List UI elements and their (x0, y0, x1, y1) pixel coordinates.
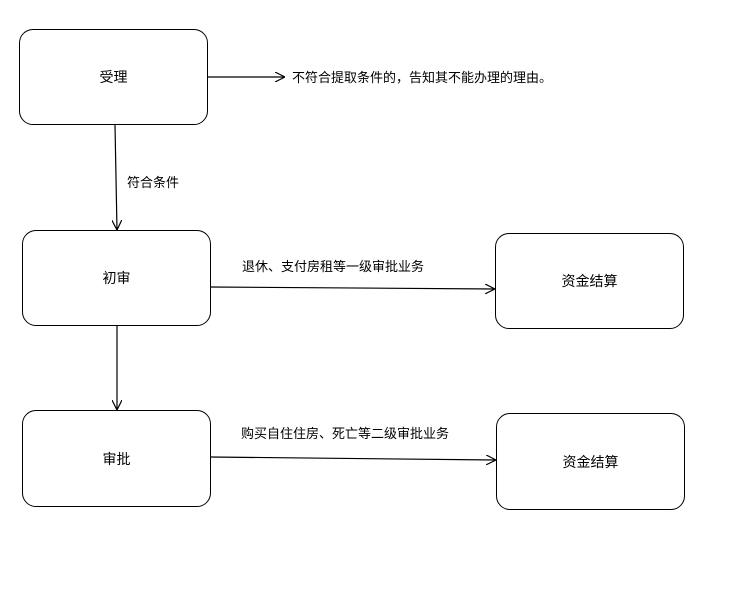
node-approval-label: 审批 (102, 451, 131, 468)
node-preliminary-review: 初审 (22, 230, 211, 326)
node-accept-label: 受理 (99, 70, 128, 86)
node-accept: 受理 (19, 29, 208, 125)
edge-label-second-level-approval: 购买自住住房、死亡等二级审批业务 (241, 427, 450, 442)
edge-label-first-level-approval: 退休、支付房租等一级审批业务 (242, 260, 425, 275)
node-fund-settlement-1: 资金结算 (495, 233, 684, 329)
node-approval: 审批 (22, 410, 211, 507)
edge-label-meets-conditions: 符合条件 (127, 176, 180, 191)
node-preliminary-review-label: 初审 (102, 271, 131, 287)
node-fund-settlement-1-label: 资金结算 (561, 274, 618, 290)
arrow-approval-to-settlement (209, 457, 496, 460)
node-fund-settlement-2: 资金结算 (496, 413, 685, 510)
arrow-accept-to-preliminary (115, 124, 117, 230)
arrow-preliminary-to-settlement (209, 287, 495, 289)
node-fund-settlement-2-label: 资金结算 (562, 454, 619, 471)
edge-label-reject-reason: 不符合提取条件的，告知其不能办理的理由。 (292, 71, 553, 86)
